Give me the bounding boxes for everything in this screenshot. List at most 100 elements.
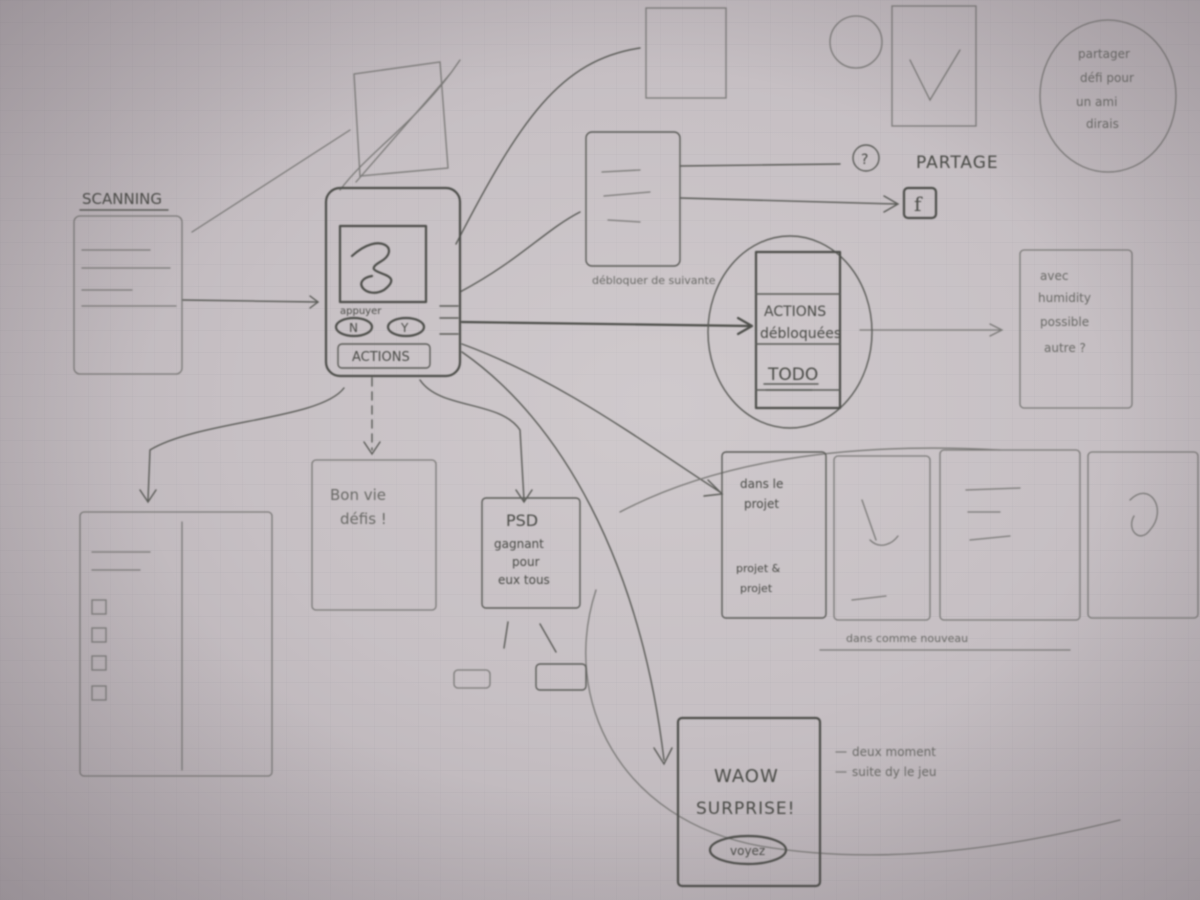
right-note-line4: autre ?: [1044, 341, 1086, 355]
bottom-note-line1: deux moment: [852, 745, 936, 759]
right-note-sheet: avec humidity possible autre ?: [1019, 249, 1133, 409]
surprise-line2: SURPRISE!: [696, 799, 795, 819]
arrow-hub-to-cards: [461, 343, 721, 493]
hub-phone-screen: [338, 224, 428, 304]
arrowhead-note: [989, 323, 1004, 337]
menu-sheet-frame: [73, 215, 183, 375]
mid-screen-b: PSD gagnant pour eux tous: [453, 497, 587, 691]
connector-hub-to-top-screen: [339, 59, 461, 191]
mid-screen-a-line1: Bon vie: [330, 486, 386, 504]
mid-screen-a-frame: [311, 459, 437, 611]
cards-loop-top: [619, 447, 1001, 513]
arrow-hub-to-list: [147, 387, 345, 501]
bubble-note-line1: partager: [1078, 47, 1130, 61]
help-badge-circle: [852, 144, 880, 172]
partage-label: PARTAGE: [916, 153, 999, 173]
hub-actions-label: ACTIONS: [352, 350, 410, 365]
unlock-caption: débloquer de suivante: [592, 274, 716, 287]
card-1: [721, 451, 827, 619]
share-screen: débloquer de suivante ? PARTAGE f: [585, 131, 999, 287]
help-badge-label: ?: [861, 152, 868, 168]
bubble-note-outline: [1039, 19, 1177, 173]
arrow-psd-right: [539, 623, 557, 653]
cards-row: dans le projet projet & projet dans comm…: [721, 449, 1199, 645]
top-row-screens: [645, 5, 977, 127]
actions-screen: ACTIONS débloquées TODO: [707, 235, 873, 429]
mid-screen-b-line3: pour: [512, 555, 540, 569]
menu-sheet-title: SCANNING: [82, 190, 162, 208]
top-right-screen-mark: [909, 49, 961, 102]
todo-underline: [763, 383, 819, 391]
arrow-share-to-partage: [679, 197, 897, 205]
hub-button-no: [334, 316, 374, 338]
surprise-bullets: [835, 751, 847, 773]
arrow-hub-to-actions: [460, 320, 752, 328]
mid-screen-b-line4: eux tous: [498, 573, 550, 587]
hub-phone-small-label: appuyer: [340, 306, 382, 317]
hub-button-no-label: N: [349, 321, 358, 335]
top-circle-icon: [829, 15, 883, 69]
card-1-line2: projet: [744, 497, 779, 511]
hub-actions-bar: [337, 343, 431, 369]
menu-sheet: SCANNING: [73, 190, 183, 375]
actions-line3: TODO: [767, 365, 818, 385]
facebook-f-icon: [902, 186, 938, 220]
arrow-hub-to-share-screen: [459, 211, 581, 293]
arrow-menu-to-hub: [181, 299, 319, 303]
mid-screen-b-frame: [481, 497, 581, 609]
connector-lines: [139, 47, 1121, 856]
actions-circle: [707, 235, 873, 429]
top-sketch-screen: [353, 61, 451, 183]
hub-button-yes: [386, 316, 426, 338]
mid-screen-a-line2: défis !: [340, 510, 387, 528]
bubble-note-line3: un ami: [1076, 95, 1117, 109]
top-screen-frame: [353, 61, 449, 177]
card-1-line1: dans le: [740, 477, 783, 491]
hub-phone-frame: [324, 186, 462, 378]
bubble-note-line2: défi pour: [1080, 71, 1134, 85]
card-2: [833, 455, 931, 621]
arrow-share-to-help: [679, 163, 841, 167]
arrow-psd-left: [503, 621, 509, 649]
arrowhead-hub: [309, 295, 320, 309]
surprise-line1: WAOW: [714, 766, 779, 787]
hub-phone: appuyer N Y ACTIONS: [324, 186, 462, 378]
list-checkbox-1: [91, 599, 107, 615]
list-screen-scribbles: [91, 551, 151, 571]
right-note-line2: humidity: [1038, 291, 1091, 305]
card-1-line4: projet: [740, 582, 773, 595]
surprise-button: [708, 834, 788, 866]
hub-button-yes-label: Y: [400, 321, 409, 335]
psd-option-right: [535, 663, 587, 691]
arrow-hub-to-psd: [419, 379, 525, 501]
card-4: [1087, 451, 1199, 619]
start-screen: [645, 7, 727, 99]
bottom-note-line2: suite dy le jeu: [852, 765, 936, 779]
top-right-screen: [891, 5, 977, 127]
mid-screen-b-line1: PSD: [506, 511, 538, 530]
right-note-line3: possible: [1040, 315, 1089, 329]
share-screen-scribbles: [601, 169, 651, 223]
connector-menu-to-top: [191, 129, 351, 233]
right-note-line1: avec: [1040, 269, 1068, 283]
card-3: [939, 449, 1081, 621]
card-1-line3: projet &: [736, 562, 781, 575]
large-curve: [585, 589, 1121, 856]
mid-screen-b-line2: gagnant: [494, 537, 544, 551]
share-screen-frame: [585, 131, 681, 267]
surprise-screen: WAOW SURPRISE! voyez deux moment suite d…: [676, 716, 936, 888]
list-checkbox-4: [91, 685, 107, 701]
card-2-scribbles: [851, 499, 899, 601]
list-screen: [79, 511, 273, 777]
hub-side-ticks: [439, 305, 459, 335]
actions-line2: débloquées: [760, 326, 841, 342]
bubble-note-line4: dirais: [1086, 117, 1119, 131]
surprise-button-label: voyez: [730, 844, 765, 858]
actions-line1: ACTIONS: [764, 304, 826, 320]
arrow-hub-to-start: [455, 47, 641, 245]
arrowhead-surprise: [653, 747, 673, 766]
arrowhead-psd: [515, 489, 533, 504]
arrowhead-list: [139, 489, 157, 504]
